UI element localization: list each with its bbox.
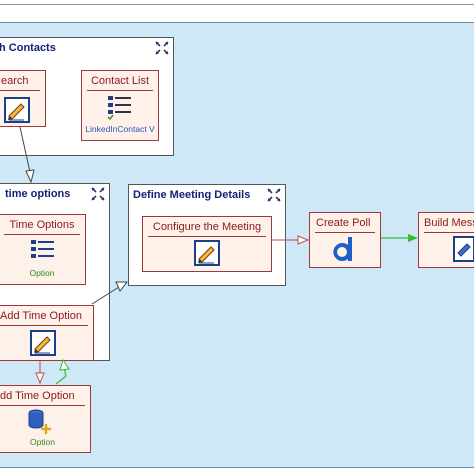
arrowhead <box>25 169 35 184</box>
edit-form-icon <box>194 240 220 266</box>
activity-sublabel: Option <box>29 437 56 447</box>
activity-search[interactable]: earch <box>0 70 46 127</box>
edit-form-icon <box>30 330 56 356</box>
activity-build-message[interactable]: Build Messa <box>418 212 474 268</box>
activity-label: earch <box>1 75 29 87</box>
edit-form-icon <box>4 97 30 123</box>
activity-label: Add Time Option <box>0 310 82 322</box>
checklist-icon <box>107 96 131 120</box>
arrowhead <box>35 372 45 385</box>
top-divider <box>0 4 474 5</box>
activity-divider <box>4 234 80 235</box>
activity-divider <box>315 232 375 233</box>
activity-label: Configure the Meeting <box>152 221 262 233</box>
doodle-d-icon <box>333 237 352 261</box>
arrowhead <box>408 234 418 242</box>
arrowhead <box>59 358 70 371</box>
container-title: time options <box>5 188 71 200</box>
checklist-icon <box>31 240 54 258</box>
activity-divider <box>0 325 88 326</box>
activity-sublabel: Option <box>29 268 55 278</box>
container-title: Define Meeting Details <box>133 189 251 201</box>
arrowhead <box>297 235 310 245</box>
expand-arrows-icon[interactable] <box>155 41 169 55</box>
activity-label: Contact List <box>90 75 150 87</box>
activity-sublabel: LinkedInContact V <box>85 124 155 134</box>
container-title: h Contacts <box>0 42 56 54</box>
edit-form-icon <box>453 236 474 262</box>
activity-add-time-option-2[interactable]: dd Time Option Option <box>0 385 91 453</box>
activity-divider <box>424 232 474 233</box>
activity-label: Create Poll <box>316 217 371 229</box>
activity-divider <box>87 90 153 91</box>
connector-search-to-time <box>19 126 31 173</box>
expand-arrows-icon[interactable] <box>267 188 281 202</box>
connector-time-to-meeting <box>91 286 120 305</box>
activity-divider <box>0 405 85 406</box>
activity-label: dd Time Option <box>0 390 75 402</box>
expand-arrows-icon[interactable] <box>91 187 105 201</box>
database-add-icon <box>28 409 51 434</box>
activity-label: Build Messa <box>424 217 474 229</box>
connector-loop-back <box>55 367 67 385</box>
activity-divider <box>148 236 266 237</box>
activity-add-time-option[interactable]: Add Time Option <box>0 305 94 361</box>
activity-create-poll[interactable]: Create Poll <box>309 212 381 268</box>
activity-label: Time Options <box>9 219 75 231</box>
activity-divider <box>0 90 40 91</box>
arrowhead <box>115 281 129 292</box>
activity-time-options[interactable]: Time Options Option <box>0 214 86 285</box>
activity-configure-meeting[interactable]: Configure the Meeting <box>142 216 272 272</box>
activity-contact-list[interactable]: Contact List LinkedInContact V <box>81 70 159 141</box>
